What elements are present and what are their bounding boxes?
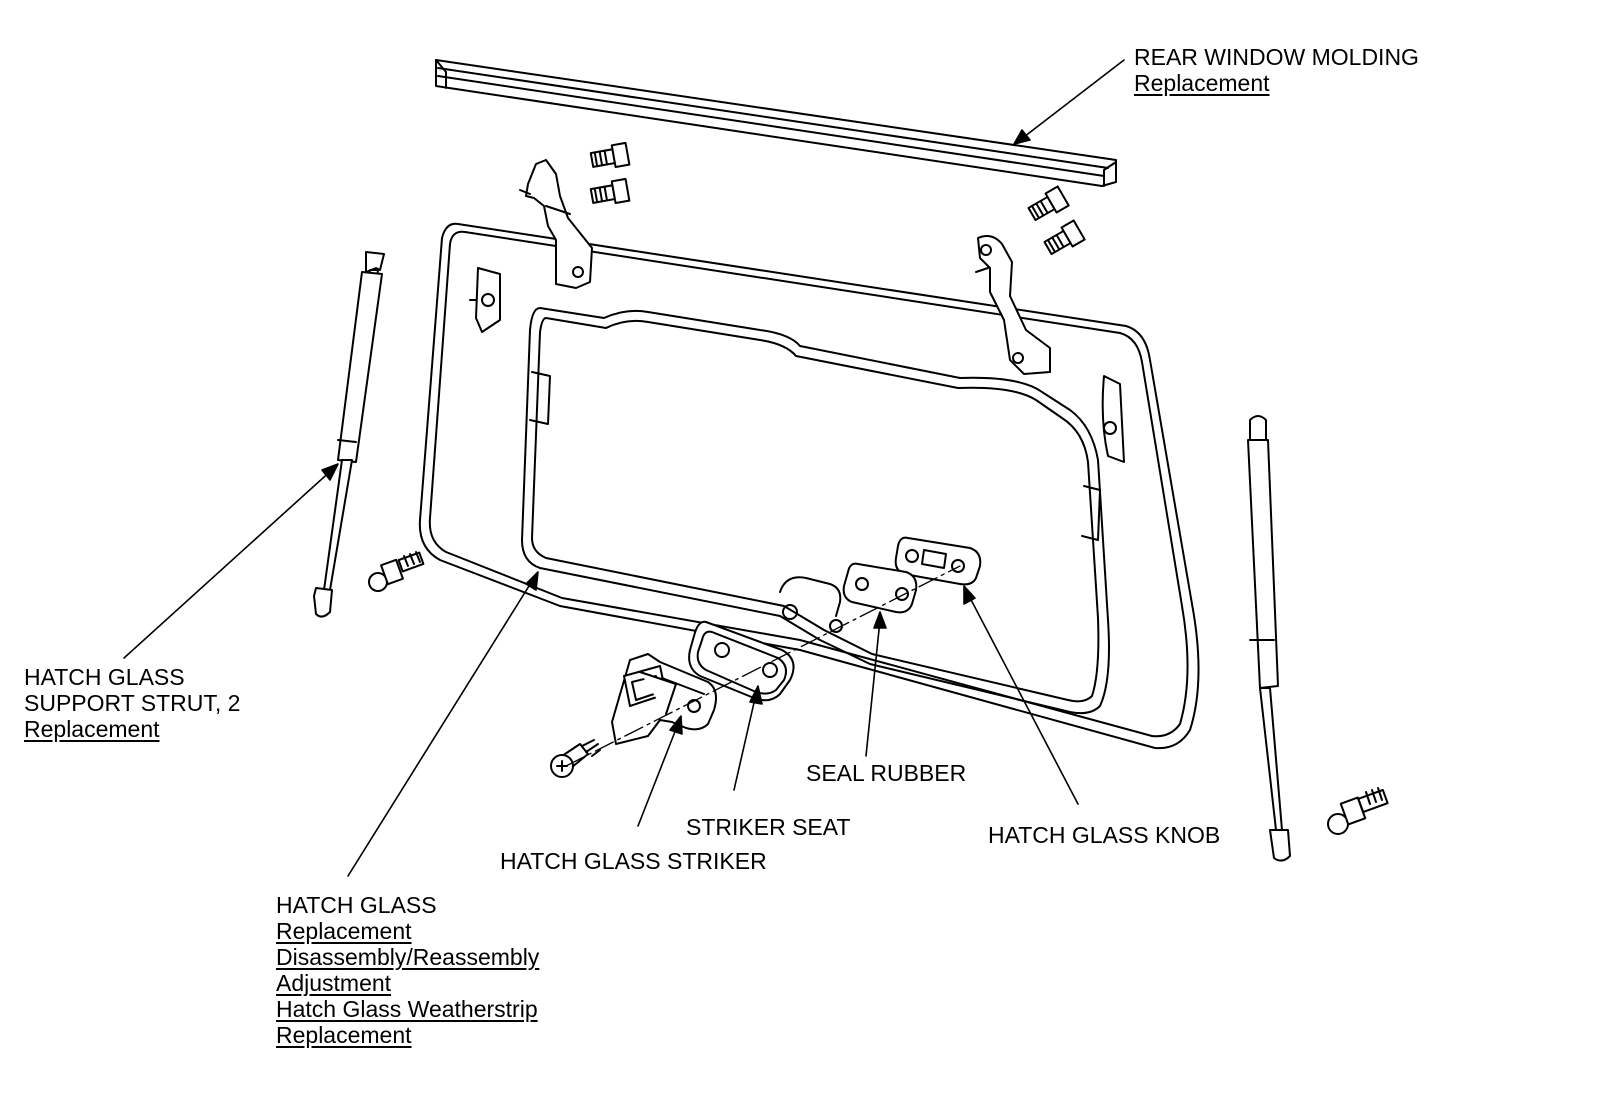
seal-rubber-part bbox=[842, 562, 918, 614]
rear-window-molding-replacement-link[interactable]: Replacement bbox=[1134, 70, 1270, 96]
left-support-strut-part bbox=[313, 251, 385, 618]
callout-striker-seat: STRIKER SEAT bbox=[686, 814, 850, 840]
hatch-glass-striker-label: HATCH GLASS STRIKER bbox=[500, 848, 767, 874]
callout-hatch-glass-striker: HATCH GLASS STRIKER bbox=[500, 848, 767, 874]
callout-support-strut: HATCH GLASS SUPPORT STRUT, 2 Replacement bbox=[24, 664, 240, 742]
hatch-glass-part bbox=[418, 222, 1200, 750]
left-hinge-part bbox=[519, 159, 593, 289]
hatch-glass-disassembly-link[interactable]: Disassembly/Reassembly bbox=[276, 944, 540, 970]
right-ball-stud-part bbox=[1327, 787, 1389, 835]
left-ball-stud-part bbox=[368, 551, 425, 592]
hatch-glass-weatherstrip-link[interactable]: Hatch Glass Weatherstrip bbox=[276, 996, 538, 1022]
rear-window-molding-label: REAR WINDOW MOLDING bbox=[1134, 44, 1419, 70]
hatch-glass-label: HATCH GLASS bbox=[276, 892, 437, 918]
callout-hatch-glass: HATCH GLASS Replacement Disassembly/Reas… bbox=[276, 892, 539, 1048]
hatch-glass-adjustment-link[interactable]: Adjustment bbox=[276, 970, 392, 996]
callout-seal-rubber: SEAL RUBBER bbox=[806, 760, 966, 786]
hinge-bolts bbox=[589, 141, 1086, 256]
hatch-glass-striker-part bbox=[611, 653, 717, 745]
striker-seat-label: STRIKER SEAT bbox=[686, 814, 851, 840]
striker-screw-part bbox=[550, 739, 601, 778]
support-strut-label-line2: SUPPORT STRUT, 2 bbox=[24, 690, 241, 716]
leader-lines bbox=[123, 59, 1125, 877]
hatch-glass-knob-part bbox=[894, 536, 982, 586]
hatch-glass-replacement-link[interactable]: Replacement bbox=[276, 918, 412, 944]
callout-rear-window-molding: REAR WINDOW MOLDING Replacement bbox=[1134, 44, 1419, 96]
hatch-glass-weatherstrip-replacement-link[interactable]: Replacement bbox=[276, 1022, 412, 1048]
support-strut-replacement-link[interactable]: Replacement bbox=[24, 716, 160, 742]
callout-hatch-glass-knob: HATCH GLASS KNOB bbox=[988, 822, 1220, 848]
rear-window-molding-part bbox=[435, 59, 1117, 187]
right-hinge-part bbox=[975, 235, 1051, 375]
support-strut-label-line1: HATCH GLASS bbox=[24, 664, 185, 690]
assembly-axis-line bbox=[565, 565, 961, 767]
seal-rubber-label: SEAL RUBBER bbox=[806, 760, 967, 786]
hatch-glass-knob-label: HATCH GLASS KNOB bbox=[988, 822, 1221, 848]
right-support-strut-part bbox=[1247, 415, 1291, 862]
